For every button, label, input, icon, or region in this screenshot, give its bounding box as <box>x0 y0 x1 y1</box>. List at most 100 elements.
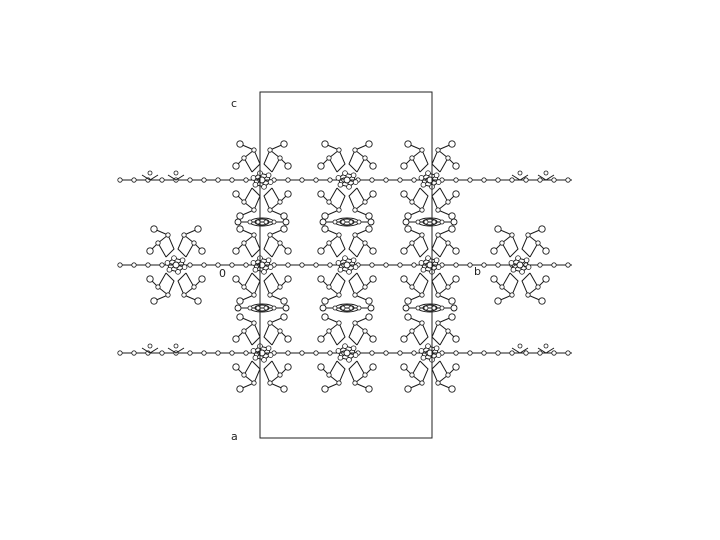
end-atom <box>319 218 327 226</box>
chain-atom <box>285 350 291 356</box>
ring-atom <box>271 305 277 311</box>
chain-atom <box>327 177 333 183</box>
ligand-atom <box>241 284 247 290</box>
chain-atom <box>481 262 487 268</box>
ligand-atom <box>445 328 451 334</box>
chain-atom <box>187 262 193 268</box>
chain-atom <box>187 350 193 356</box>
terminal-atom <box>236 297 244 305</box>
terminal-atom <box>150 297 158 305</box>
terminal-atom <box>538 225 546 233</box>
ligand-atom <box>509 292 515 298</box>
metal-atom <box>250 260 257 266</box>
ligand-atom <box>326 240 332 246</box>
ring-atom <box>431 219 437 225</box>
ligand-atom <box>352 207 358 213</box>
terminal-atom <box>369 190 377 198</box>
ring-atom <box>271 219 277 225</box>
ligand-atom <box>419 380 425 386</box>
terminal-atom <box>280 313 288 321</box>
ligand-atom <box>362 284 368 290</box>
chain-atom <box>453 262 459 268</box>
end-atom <box>234 304 242 312</box>
terminal-atom <box>317 335 325 343</box>
metal-atom <box>420 354 427 361</box>
end-atom <box>402 218 410 226</box>
terminal-atom <box>490 247 498 255</box>
stacked-ring-molecule <box>319 217 375 227</box>
ligand-atom <box>165 232 171 238</box>
ligand-atom <box>409 155 415 161</box>
chain-atom <box>201 177 207 183</box>
metal-atom <box>508 260 515 266</box>
ligand-atom <box>419 147 425 153</box>
ligand-atom <box>267 320 273 326</box>
terminal-atom <box>198 247 206 255</box>
fragment-atom <box>147 170 153 176</box>
chain-atom <box>117 177 123 183</box>
ligand-atom <box>362 240 368 246</box>
metal-atom <box>420 266 427 273</box>
chain-atom <box>243 262 249 268</box>
metal-atom <box>342 343 348 349</box>
chain-atom <box>159 262 165 268</box>
terminal-atom <box>317 190 325 198</box>
central-atom <box>172 261 180 269</box>
metal-atom <box>346 269 352 275</box>
terminal-atom <box>284 247 292 255</box>
metal-cluster-molecule <box>490 225 550 305</box>
ligand-atom <box>445 240 451 246</box>
ligand-atom <box>352 320 358 326</box>
terminal-atom <box>369 335 377 343</box>
chain-atom <box>299 350 305 356</box>
terminal-atom <box>404 140 412 148</box>
metal-atom <box>335 348 342 354</box>
ligand-atom <box>336 380 342 386</box>
terminal-atom <box>538 297 546 305</box>
chain-atom <box>411 177 417 183</box>
terminal-atom <box>404 385 412 393</box>
chain-atom <box>313 262 319 268</box>
ligand-atom <box>251 380 257 386</box>
end-atom <box>450 304 458 312</box>
chain-end-fragment <box>141 343 159 354</box>
chain-end-fragment <box>537 170 555 181</box>
metal-atom <box>346 357 352 363</box>
end-atom <box>367 218 375 226</box>
terminal-atom <box>369 275 377 283</box>
end-atom <box>367 304 375 312</box>
ligand-atom <box>277 199 283 205</box>
chain-atom <box>411 262 417 268</box>
terminal-atom <box>280 297 288 305</box>
ligand-atom <box>251 232 257 238</box>
chain-atom <box>397 262 403 268</box>
ligand-atom <box>362 199 368 205</box>
ligand-atom <box>435 380 441 386</box>
chain-atom <box>187 177 193 183</box>
ring-atom <box>263 219 269 225</box>
chain-atom <box>383 350 389 356</box>
chain-atom <box>299 177 305 183</box>
chain-atom <box>215 350 221 356</box>
ligand-atom <box>525 292 531 298</box>
ring-atom <box>348 305 354 311</box>
terminal-atom <box>232 363 240 371</box>
terminal-atom <box>400 190 408 198</box>
ligand-atom <box>267 292 273 298</box>
ligand-atom <box>165 292 171 298</box>
ligand-atom <box>362 328 368 334</box>
metal-atom <box>420 181 427 188</box>
terminal-atom <box>494 225 502 233</box>
ligand-atom <box>277 328 283 334</box>
terminal-atom <box>284 162 292 170</box>
terminal-atom <box>321 385 329 393</box>
metal-atom <box>425 343 431 349</box>
chain-atom <box>131 350 137 356</box>
metal-atom <box>425 170 431 176</box>
terminal-atom <box>490 275 498 283</box>
stack-layer <box>234 217 458 313</box>
ligand-atom <box>499 284 505 290</box>
ligand-atom <box>277 284 283 290</box>
ring-atom <box>439 219 445 225</box>
central-atom <box>343 176 351 184</box>
